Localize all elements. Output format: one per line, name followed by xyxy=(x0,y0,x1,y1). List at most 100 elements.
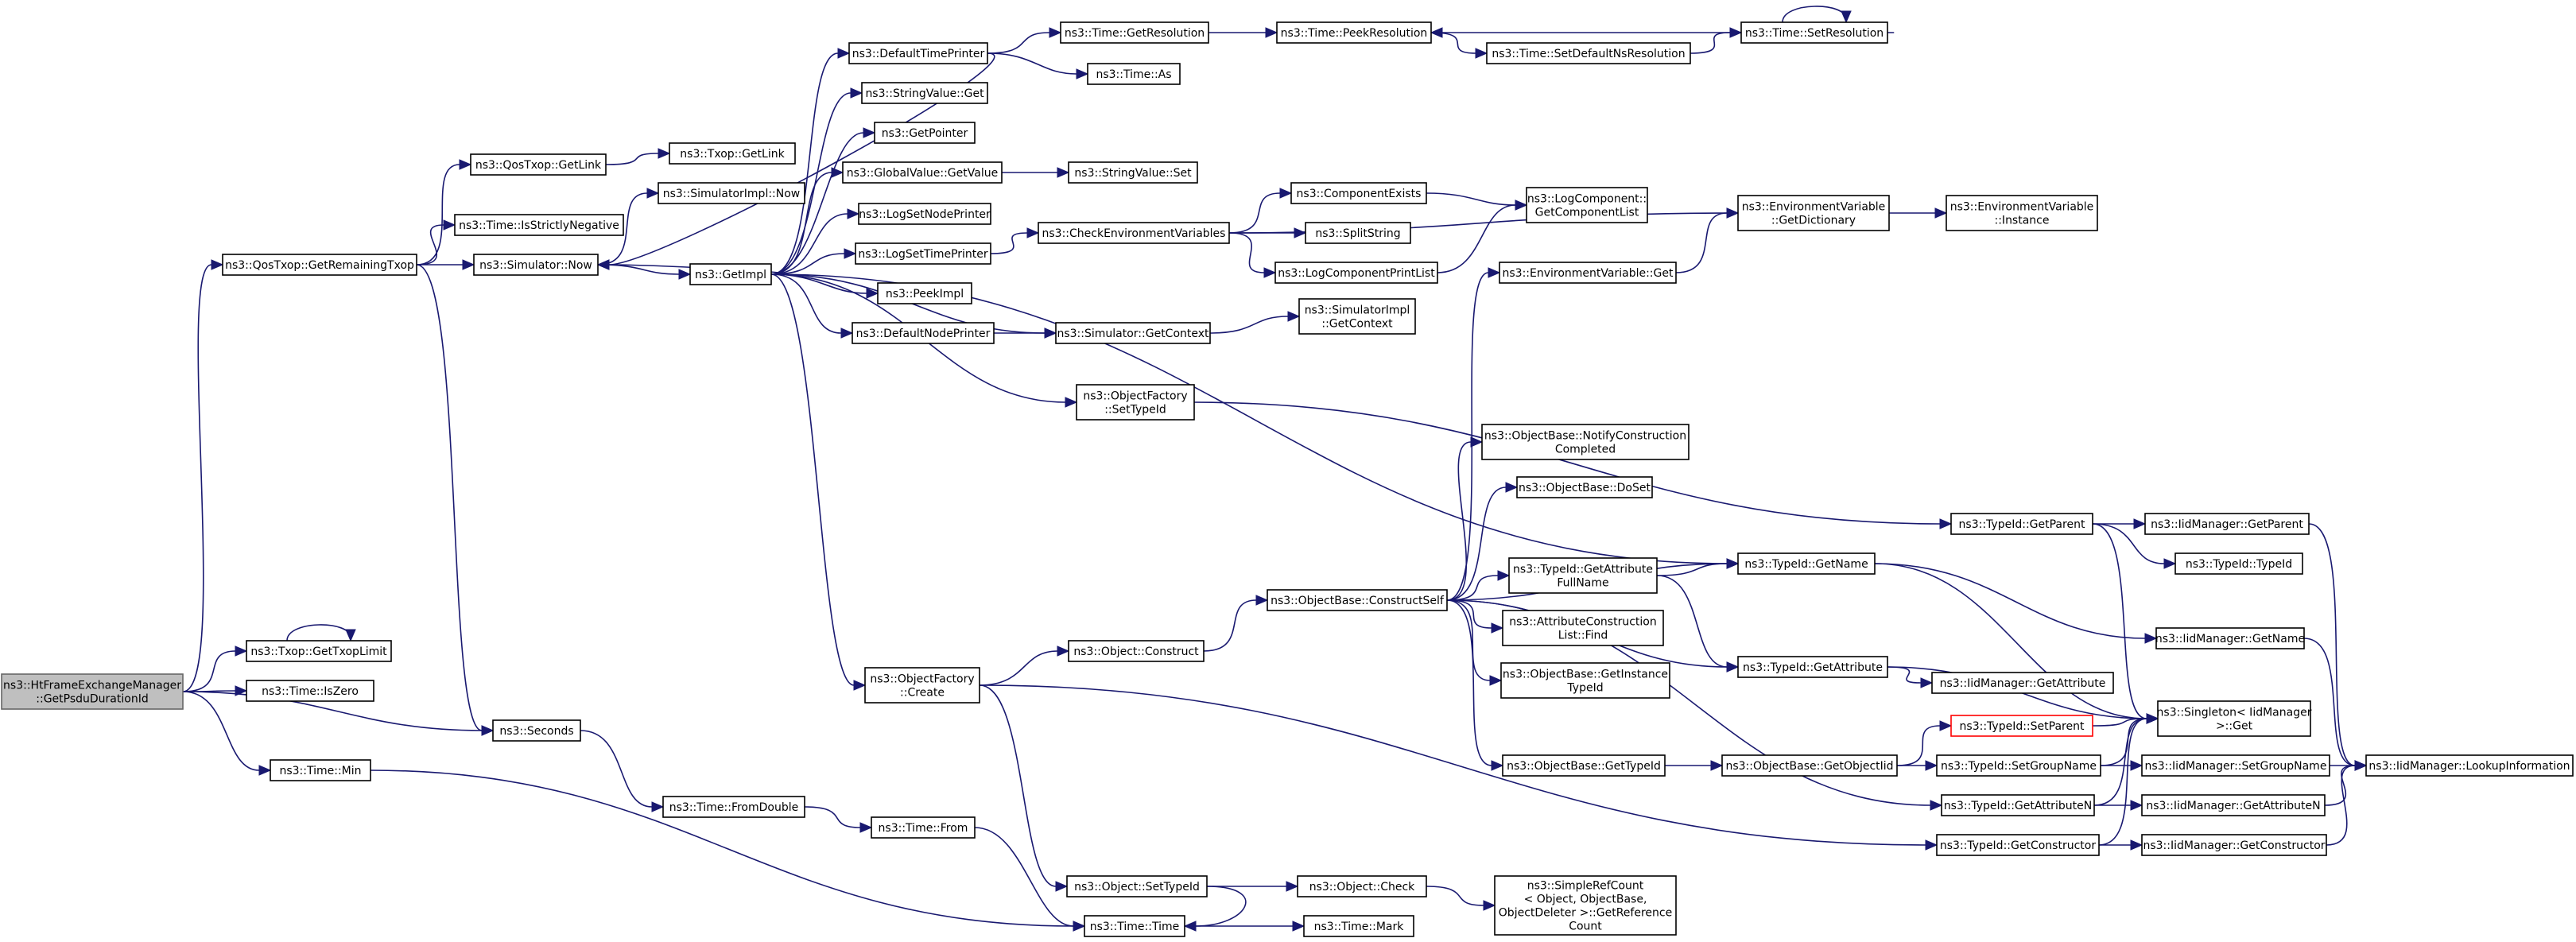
node-box xyxy=(1038,222,1230,244)
node-txop-get-txop-limit[interactable]: ns3::Txop::GetTxopLimit xyxy=(246,640,392,662)
node-qos-get-remaining-txop[interactable]: ns3::QosTxop::GetRemainingTxop xyxy=(222,254,417,276)
node-seconds[interactable]: ns3::Seconds xyxy=(492,719,581,742)
node-type-id-get-constructor[interactable]: ns3::TypeId::GetConstructor xyxy=(1936,834,2100,856)
node-env-var-instance[interactable]: ns3::EnvironmentVariable::Instance xyxy=(1946,195,2098,231)
node-box xyxy=(270,759,371,781)
node-iid-manager-lookup-information[interactable]: ns3::IidManager::LookupInformation xyxy=(2365,754,2574,777)
node-label: ns3::SimulatorImpl xyxy=(1305,304,1410,317)
node-box xyxy=(1737,552,1876,575)
node-object-check[interactable]: ns3::Object::Check xyxy=(1297,875,1427,897)
node-object-base-notify-construction-completed[interactable]: ns3::ObjectBase::NotifyConstructionCompl… xyxy=(1481,424,1690,460)
edge-object_set_type_id-to-object_check xyxy=(1207,881,1299,892)
node-type-id-get-attribute[interactable]: ns3::TypeId::GetAttribute xyxy=(1737,656,1888,678)
node-simulator-now[interactable]: ns3::Simulator::Now xyxy=(473,254,599,276)
node-box xyxy=(1290,182,1427,204)
node-time-set-default-ns-resolution[interactable]: ns3::Time::SetDefaultNsResolution xyxy=(1486,42,1691,64)
node-time-get-resolution[interactable]: ns3::Time::GetResolution xyxy=(1060,21,1209,44)
edge-line xyxy=(770,273,1728,564)
node-iid-manager-set-group-name[interactable]: ns3::IidManager::SetGroupName xyxy=(2141,754,2330,777)
node-time-time[interactable]: ns3::Time::Time xyxy=(1084,915,1185,937)
edge-line xyxy=(182,650,236,692)
node-label: ::GetDictionary xyxy=(1771,215,1856,227)
edge-line xyxy=(1446,441,1472,601)
node-string-value-set[interactable]: ns3::StringValue::Set xyxy=(1068,161,1198,184)
node-object-base-get-type-id[interactable]: ns3::ObjectBase::GetTypeId xyxy=(1502,754,1666,777)
node-log-component-get-component-list[interactable]: ns3::LogComponent::GetComponentList xyxy=(1526,187,1648,223)
edge-arrowhead xyxy=(1265,27,1278,38)
node-simulator-impl-now[interactable]: ns3::SimulatorImpl::Now xyxy=(658,182,805,204)
node-split-string[interactable]: ns3::SplitString xyxy=(1305,222,1411,244)
node-type-id-set-group-name[interactable]: ns3::TypeId::SetGroupName xyxy=(1936,754,2101,777)
node-type-id-get-parent[interactable]: ns3::TypeId::GetParent xyxy=(1950,513,2093,535)
node-iid-manager-get-attribute[interactable]: ns3::IidManager::GetAttribute xyxy=(1931,672,2114,694)
node-time-from[interactable]: ns3::Time::From xyxy=(871,816,976,839)
node-simulator-impl-get-context[interactable]: ns3::SimulatorImpl::GetContext xyxy=(1298,298,1416,335)
node-type-id-get-attribute-n[interactable]: ns3::TypeId::GetAttributeN xyxy=(1941,794,2095,816)
node-time-as[interactable]: ns3::Time::As xyxy=(1087,63,1181,85)
node-box xyxy=(1297,875,1427,897)
edge-line xyxy=(1446,599,1491,681)
node-component-exists[interactable]: ns3::ComponentExists xyxy=(1290,182,1427,204)
node-iid-manager-get-parent[interactable]: ns3::IidManager::GetParent xyxy=(2144,513,2310,535)
node-log-set-node-printer[interactable]: ns3::LogSetNodePrinter xyxy=(858,203,991,225)
node-box xyxy=(861,82,988,104)
node-log-set-time-printer[interactable]: ns3::LogSetTimePrinter xyxy=(855,242,991,265)
node-type-id-set-parent[interactable]: ns3::TypeId::SetParent xyxy=(1950,715,2093,737)
edge-arrowhead xyxy=(2130,839,2143,851)
node-txop-get-link[interactable]: ns3::Txop::GetLink xyxy=(669,142,796,165)
node-time-mark[interactable]: ns3::Time::Mark xyxy=(1303,915,1414,937)
edge-get_impl-to-log_set_node_printer xyxy=(770,208,860,275)
node-box xyxy=(2144,513,2310,535)
node-singleton-get[interactable]: ns3::Singleton< IidManager>::Get xyxy=(2157,700,2312,737)
edge-qos_get_remaining_txop-to-seconds xyxy=(416,264,495,736)
node-time-from-double[interactable]: ns3::Time::FromDouble xyxy=(662,796,805,818)
node-object-set-type-id[interactable]: ns3::Object::SetTypeId xyxy=(1066,875,1208,897)
node-log-component-print-list[interactable]: ns3::LogComponentPrintList xyxy=(1274,262,1438,284)
node-global-value-get-value[interactable]: ns3::GlobalValue::GetValue xyxy=(842,161,1003,184)
node-object-base-construct-self[interactable]: ns3::ObjectBase::ConstructSelf xyxy=(1267,589,1448,611)
node-time-is-strictly-negative[interactable]: ns3::Time::IsStrictlyNegative xyxy=(454,214,624,236)
edge-object_base_construct_self-to-object_base_get_instance_type_id xyxy=(1446,599,1503,686)
node-string-value-get[interactable]: ns3::StringValue::Get xyxy=(861,82,988,104)
node-default-node-printer[interactable]: ns3::DefaultNodePrinter xyxy=(852,322,995,344)
edge-check_environment_variables-to-log_component_print_list xyxy=(1228,232,1277,278)
node-simple-ref-count-get-reference-count[interactable]: ns3::SimpleRefCount< Object, ObjectBase,… xyxy=(1494,875,1677,936)
node-object-base-do-set[interactable]: ns3::ObjectBase::DoSet xyxy=(1516,476,1653,498)
node-iid-manager-get-name[interactable]: ns3::IidManager::GetName xyxy=(2155,627,2305,649)
node-default-time-printer[interactable]: ns3::DefaultTimePrinter xyxy=(848,42,988,64)
node-time-min[interactable]: ns3::Time::Min xyxy=(270,759,371,781)
edge-arrowhead xyxy=(651,801,665,812)
edge-time_min-to-time_time xyxy=(370,769,1086,932)
node-time-set-resolution[interactable]: ns3::Time::SetResolution xyxy=(1740,21,1888,44)
edge-line xyxy=(2308,523,2356,766)
node-type-id-get-name[interactable]: ns3::TypeId::GetName xyxy=(1737,552,1876,575)
node-iid-manager-get-attribute-n[interactable]: ns3::IidManager::GetAttributeN xyxy=(2141,794,2326,816)
node-env-var-get[interactable]: ns3::EnvironmentVariable::Get xyxy=(1499,262,1677,284)
node-time-is-zero[interactable]: ns3::Time::IsZero xyxy=(246,680,374,702)
edge-line xyxy=(416,264,483,731)
node-peek-impl[interactable]: ns3::PeekImpl xyxy=(877,282,972,304)
edge-line xyxy=(1656,575,1728,668)
node-simulator-get-context[interactable]: ns3::Simulator::GetContext xyxy=(1055,322,1211,344)
node-object-factory-create[interactable]: ns3::ObjectFactory::Create xyxy=(864,667,980,704)
node-box xyxy=(470,153,607,176)
node-object-construct[interactable]: ns3::Object::Construct xyxy=(1068,640,1205,662)
node-label: ns3::Txop::GetTxopLimit xyxy=(250,645,387,658)
node-object-factory-set-type-id[interactable]: ns3::ObjectFactory::SetTypeId xyxy=(1076,384,1195,421)
edge-line xyxy=(1690,32,1731,54)
edge-arrowhead xyxy=(1044,328,1057,339)
node-label: ns3::Object::SetTypeId xyxy=(1074,881,1200,894)
node-get-pointer[interactable]: ns3::GetPointer xyxy=(874,122,976,144)
node-get-impl[interactable]: ns3::GetImpl xyxy=(689,263,772,285)
node-object-base-get-object-iid[interactable]: ns3::ObjectBase::GetObjectIid xyxy=(1721,754,1898,777)
node-env-var-get-dictionary[interactable]: ns3::EnvironmentVariable::GetDictionary xyxy=(1737,195,1890,231)
node-iid-manager-get-constructor[interactable]: ns3::IidManager::GetConstructor xyxy=(2141,834,2327,856)
node-time-peek-resolution[interactable]: ns3::Time::PeekResolution xyxy=(1276,21,1432,44)
node-check-environment-variables[interactable]: ns3::CheckEnvironmentVariables xyxy=(1038,222,1230,244)
edge-type_id_get_parent-to-iid_manager_get_parent xyxy=(2092,518,2147,529)
node-qos-get-link[interactable]: ns3::QosTxop::GetLink xyxy=(470,153,607,176)
node-type-id-type-id[interactable]: ns3::TypeId::TypeId xyxy=(2174,552,2303,575)
